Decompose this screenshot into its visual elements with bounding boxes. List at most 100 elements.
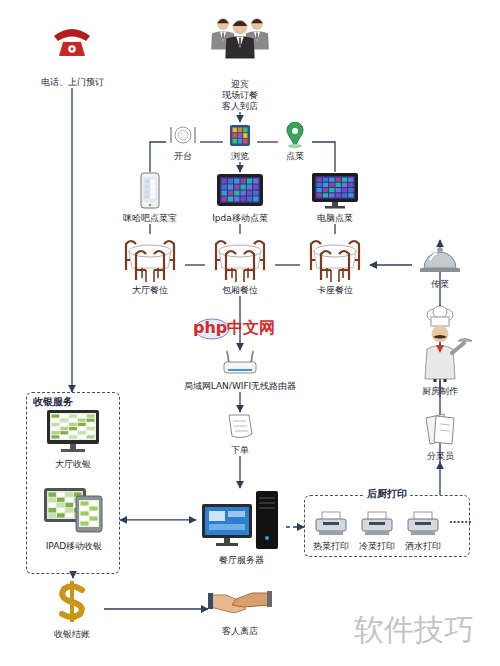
node-label: 分菜员 — [412, 451, 468, 462]
menu-icon — [223, 122, 257, 148]
order-ticket: 下单 — [218, 412, 262, 456]
table-icon — [205, 234, 275, 282]
flow-connector — [200, 141, 223, 142]
tablet-icon — [198, 172, 282, 210]
kitchen-printer: 冷菜打印 — [354, 510, 400, 552]
screen-icon — [34, 408, 112, 456]
table-icon — [115, 234, 185, 282]
node-label: 客人离店 — [208, 626, 272, 637]
printer-icon — [354, 510, 400, 538]
flow-connector — [439, 462, 440, 495]
plate-icon — [166, 122, 200, 148]
node-label: 大厅收银 — [34, 459, 112, 470]
hands-icon — [208, 581, 272, 621]
watermark: 软件技巧 — [354, 614, 474, 646]
flow-connector — [275, 264, 300, 265]
node-label: 卡座餐位 — [300, 285, 370, 296]
node-label: 收银结账 — [40, 629, 104, 640]
dining-seat: 大厅餐位 — [115, 234, 185, 296]
node-label: 迎宾 现场订餐 客人到店 — [212, 79, 268, 112]
kitchen-print-group: 后厨打印热菜打印冷菜打印酒水打印 — [304, 495, 470, 557]
phone-icon — [18, 18, 126, 64]
printer-icon — [308, 510, 354, 538]
flow-connector — [104, 608, 208, 609]
action-icon: 开台 — [166, 122, 200, 162]
node-label: Ipda移动点菜 — [198, 213, 282, 224]
node-label: 浏览 — [223, 151, 257, 162]
watermark: php中文网 — [193, 319, 275, 337]
node-label: 冷菜打印 — [354, 541, 400, 552]
router-icon — [165, 350, 315, 378]
papers-icon — [412, 410, 468, 448]
group-title: 后厨打印 — [364, 488, 410, 500]
node-label: 电话、上门预订 — [18, 77, 126, 88]
dining-seat: 包厢餐位 — [205, 234, 275, 296]
node-label: 下单 — [218, 445, 262, 456]
people-icon — [190, 10, 290, 66]
kitchen-step: 厨房制作 — [408, 305, 472, 397]
flow-connector — [286, 526, 304, 527]
group-title: 收银服务 — [30, 396, 76, 408]
cashier-terminal: 大厅收银 — [34, 408, 112, 470]
more-mark: ...... — [449, 514, 472, 526]
order-device: 电脑点菜 — [293, 172, 377, 224]
chef-icon — [408, 305, 472, 383]
flow-connector — [312, 142, 335, 172]
kitchen-printer: 热菜打印 — [308, 510, 354, 552]
node-label: 点菜 — [278, 151, 312, 162]
mobile-icon — [108, 172, 192, 210]
node-label: 餐厅服务器 — [196, 555, 286, 566]
node-label: 热菜打印 — [308, 541, 354, 552]
printer-icon — [400, 510, 446, 538]
flow-connector — [185, 264, 205, 265]
flow-connector — [71, 88, 72, 392]
flow-connector — [239, 162, 240, 172]
flow-connector — [150, 142, 166, 172]
action-icon: 点菜 — [278, 122, 312, 162]
ipad-icon — [34, 482, 114, 538]
checkout-step: 收银结账 — [40, 578, 104, 640]
guest-arrival: 迎宾 现场订餐 客人到店 — [190, 10, 290, 112]
flow-connector — [120, 519, 196, 520]
node-label: 酒水打印 — [400, 541, 446, 552]
flow-connector — [149, 224, 150, 234]
node-label: 开台 — [166, 151, 200, 162]
paper-icon — [218, 412, 262, 442]
node-label: 大厅餐位 — [115, 285, 185, 296]
booking-channel: 电话、上门预订 — [18, 18, 126, 88]
order-device: Ipda移动点菜 — [198, 172, 282, 224]
node-label: 传菜 — [412, 279, 468, 290]
order-device: 咪哈吧点菜宝 — [108, 172, 192, 224]
dollar-icon — [40, 578, 104, 624]
flow-connector — [239, 392, 240, 412]
pin-icon — [278, 122, 312, 148]
flow-connector — [239, 456, 240, 488]
cashier-terminal: IPAD移动收银 — [34, 482, 114, 552]
flow-connector — [334, 224, 335, 234]
node-label: 电脑点菜 — [293, 213, 377, 224]
flow-connector — [72, 574, 73, 578]
node-label: IPAD移动收银 — [34, 541, 114, 552]
restaurant-server: 餐厅服务器 — [196, 488, 286, 566]
bell-icon — [412, 240, 468, 276]
flow-connector — [239, 224, 240, 234]
dispatch-step: 分菜员 — [412, 410, 468, 462]
cashier-group: 收银服务大厅收银 IPAD移动收银 — [26, 392, 120, 574]
kitchen-printer: 酒水打印 — [400, 510, 446, 552]
dining-seat: 卡座餐位 — [300, 234, 370, 296]
table-icon — [300, 234, 370, 282]
network-router: 局域网LAN/WIFI无线路由器 — [165, 350, 315, 392]
guest-leave: 客人离店 — [208, 581, 272, 637]
node-label: 包厢餐位 — [205, 285, 275, 296]
flow-connector — [370, 264, 412, 265]
flow-connector — [257, 141, 278, 142]
flow-connector — [239, 112, 240, 122]
monitor-icon — [293, 172, 377, 210]
server-icon — [196, 488, 286, 552]
node-label: 局域网LAN/WIFI无线路由器 — [165, 381, 315, 392]
node-label: 厨房制作 — [408, 386, 472, 397]
action-icon: 浏览 — [223, 122, 257, 162]
node-label: 咪哈吧点菜宝 — [108, 213, 192, 224]
serve-step: 传菜 — [412, 240, 468, 290]
